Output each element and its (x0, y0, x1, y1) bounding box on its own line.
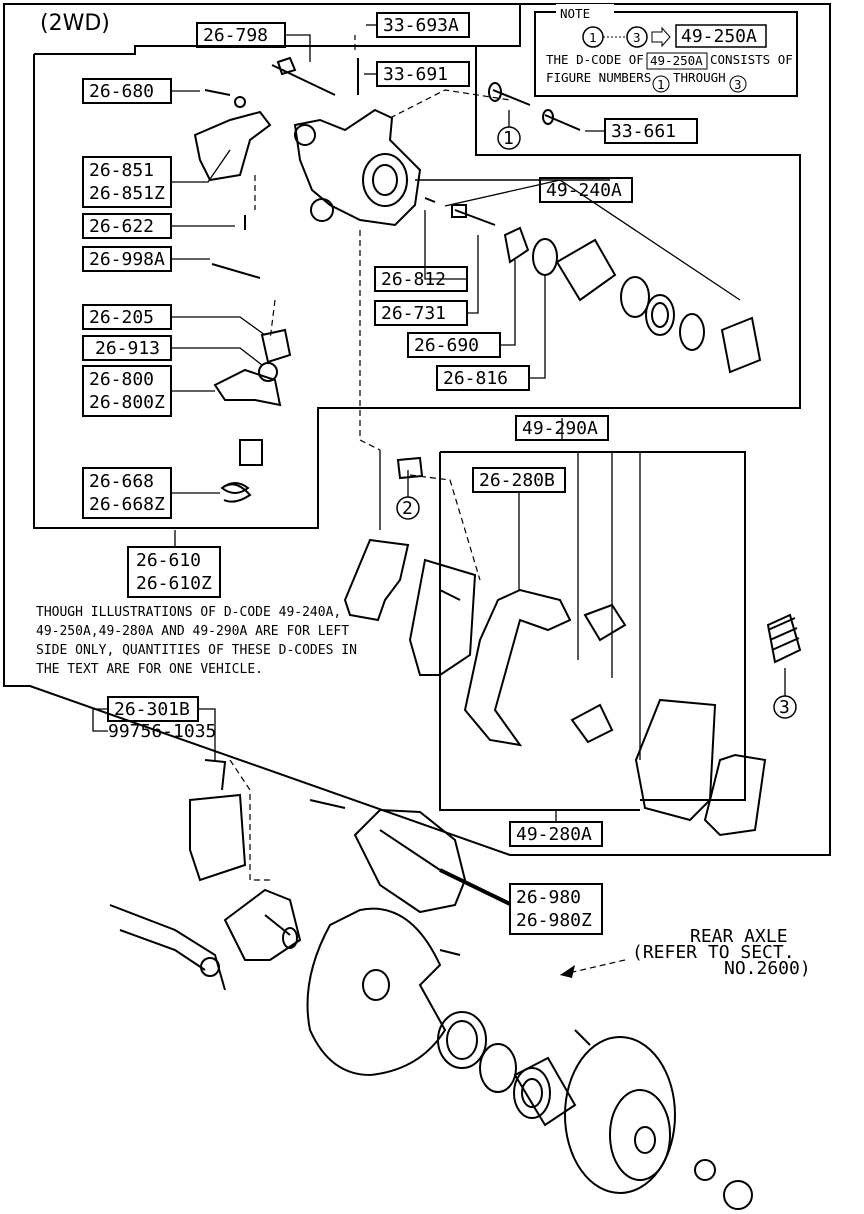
callout-3: 3 (779, 697, 790, 718)
part-label[interactable]: 99756-1035 (108, 721, 216, 742)
disclaimer-line: SIDE ONLY, QUANTITIES OF THESE D-CODES I… (36, 643, 357, 658)
part-label[interactable]: 49-280A (516, 824, 592, 845)
part-label[interactable]: 26-731 (381, 303, 446, 324)
part-label[interactable]: 26-668Z (89, 494, 165, 515)
note-line2-a: FIGURE NUMBERS (546, 70, 651, 85)
rear-axle-reference[interactable]: REAR AXLE (REFER TO SECT. NO.2600) (632, 926, 811, 979)
disclaimer-line: THOUGH ILLUSTRATIONS OF D-CODE 49-240A, (36, 605, 341, 620)
part-label[interactable]: 26-998A (89, 249, 165, 270)
note-line1-code: 49-250A (650, 53, 703, 68)
rear-axle-line3: NO.2600) (724, 958, 811, 979)
pad-bracket-illustration (343, 538, 802, 837)
leader-lines (92, 24, 786, 822)
note-line1-a: THE D-CODE OF (546, 52, 644, 67)
disclaimer-line: THE TEXT ARE FOR ONE VEHICLE. (36, 662, 263, 677)
note-line2-b: THROUGH (673, 70, 726, 85)
part-label[interactable]: 49-290A (522, 418, 598, 439)
part-label[interactable]: 26-798 (203, 25, 268, 46)
part-label[interactable]: 26-690 (414, 335, 479, 356)
part-label[interactable]: 26-851Z (89, 183, 165, 204)
rotor-illustration (306, 907, 753, 1210)
part-label[interactable]: 33-691 (383, 64, 448, 85)
part-label[interactable]: 26-851 (89, 160, 154, 181)
part-label[interactable]: 26-816 (443, 368, 508, 389)
note-heading: NOTE (560, 6, 590, 21)
rear-axle-line2: (REFER TO SECT. (632, 942, 795, 963)
note-formula-end: 3 (633, 30, 641, 45)
note-num-from: 1 (657, 77, 665, 92)
part-label[interactable]: 26-622 (89, 216, 154, 237)
part-label[interactable]: 26-913 (95, 338, 160, 359)
part-label[interactable]: 33-661 (611, 121, 676, 142)
disclaimer: THOUGH ILLUSTRATIONS OF D-CODE 49-240A, … (36, 605, 357, 677)
axle-illustration (109, 759, 511, 991)
part-label[interactable]: 26-980Z (516, 910, 592, 931)
part-label[interactable]: 26-800 (89, 369, 154, 390)
part-label[interactable]: 26-980 (516, 887, 581, 908)
callout-2: 2 (402, 498, 413, 519)
part-label[interactable]: 26-800Z (89, 392, 165, 413)
part-label[interactable]: 26-680 (89, 81, 154, 102)
note-box: NOTE 1 3 49-250A THE D-CODE OF 49-250A C… (534, 4, 798, 97)
caliper-illustration (193, 56, 762, 503)
part-labels: 26-798 33-693A 33-691 26-680 33-661 26-8… (89, 15, 676, 931)
part-label[interactable]: 33-693A (383, 15, 459, 36)
part-label[interactable]: 26-205 (89, 307, 154, 328)
part-label[interactable]: 26-301B (114, 699, 190, 720)
part-label[interactable]: 26-668 (89, 471, 154, 492)
part-label[interactable]: 49-240A (546, 180, 622, 201)
rear-axle-line1: REAR AXLE (690, 926, 788, 947)
part-label[interactable]: 26-610Z (136, 573, 212, 594)
disclaimer-line: 49-250A,49-280A AND 49-290A ARE FOR LEFT (36, 624, 349, 639)
note-formula-code: 49-250A (681, 26, 757, 47)
note-line1-b: CONSISTS OF (710, 52, 793, 67)
part-label[interactable]: 26-812 (381, 269, 446, 290)
callout-1: 1 (503, 128, 514, 149)
part-label[interactable]: 26-610 (136, 550, 201, 571)
part-label[interactable]: 26-280B (479, 470, 555, 491)
diagram-title: (2WD) (40, 11, 110, 36)
note-num-to: 3 (734, 77, 742, 92)
note-formula-start: 1 (589, 30, 597, 45)
